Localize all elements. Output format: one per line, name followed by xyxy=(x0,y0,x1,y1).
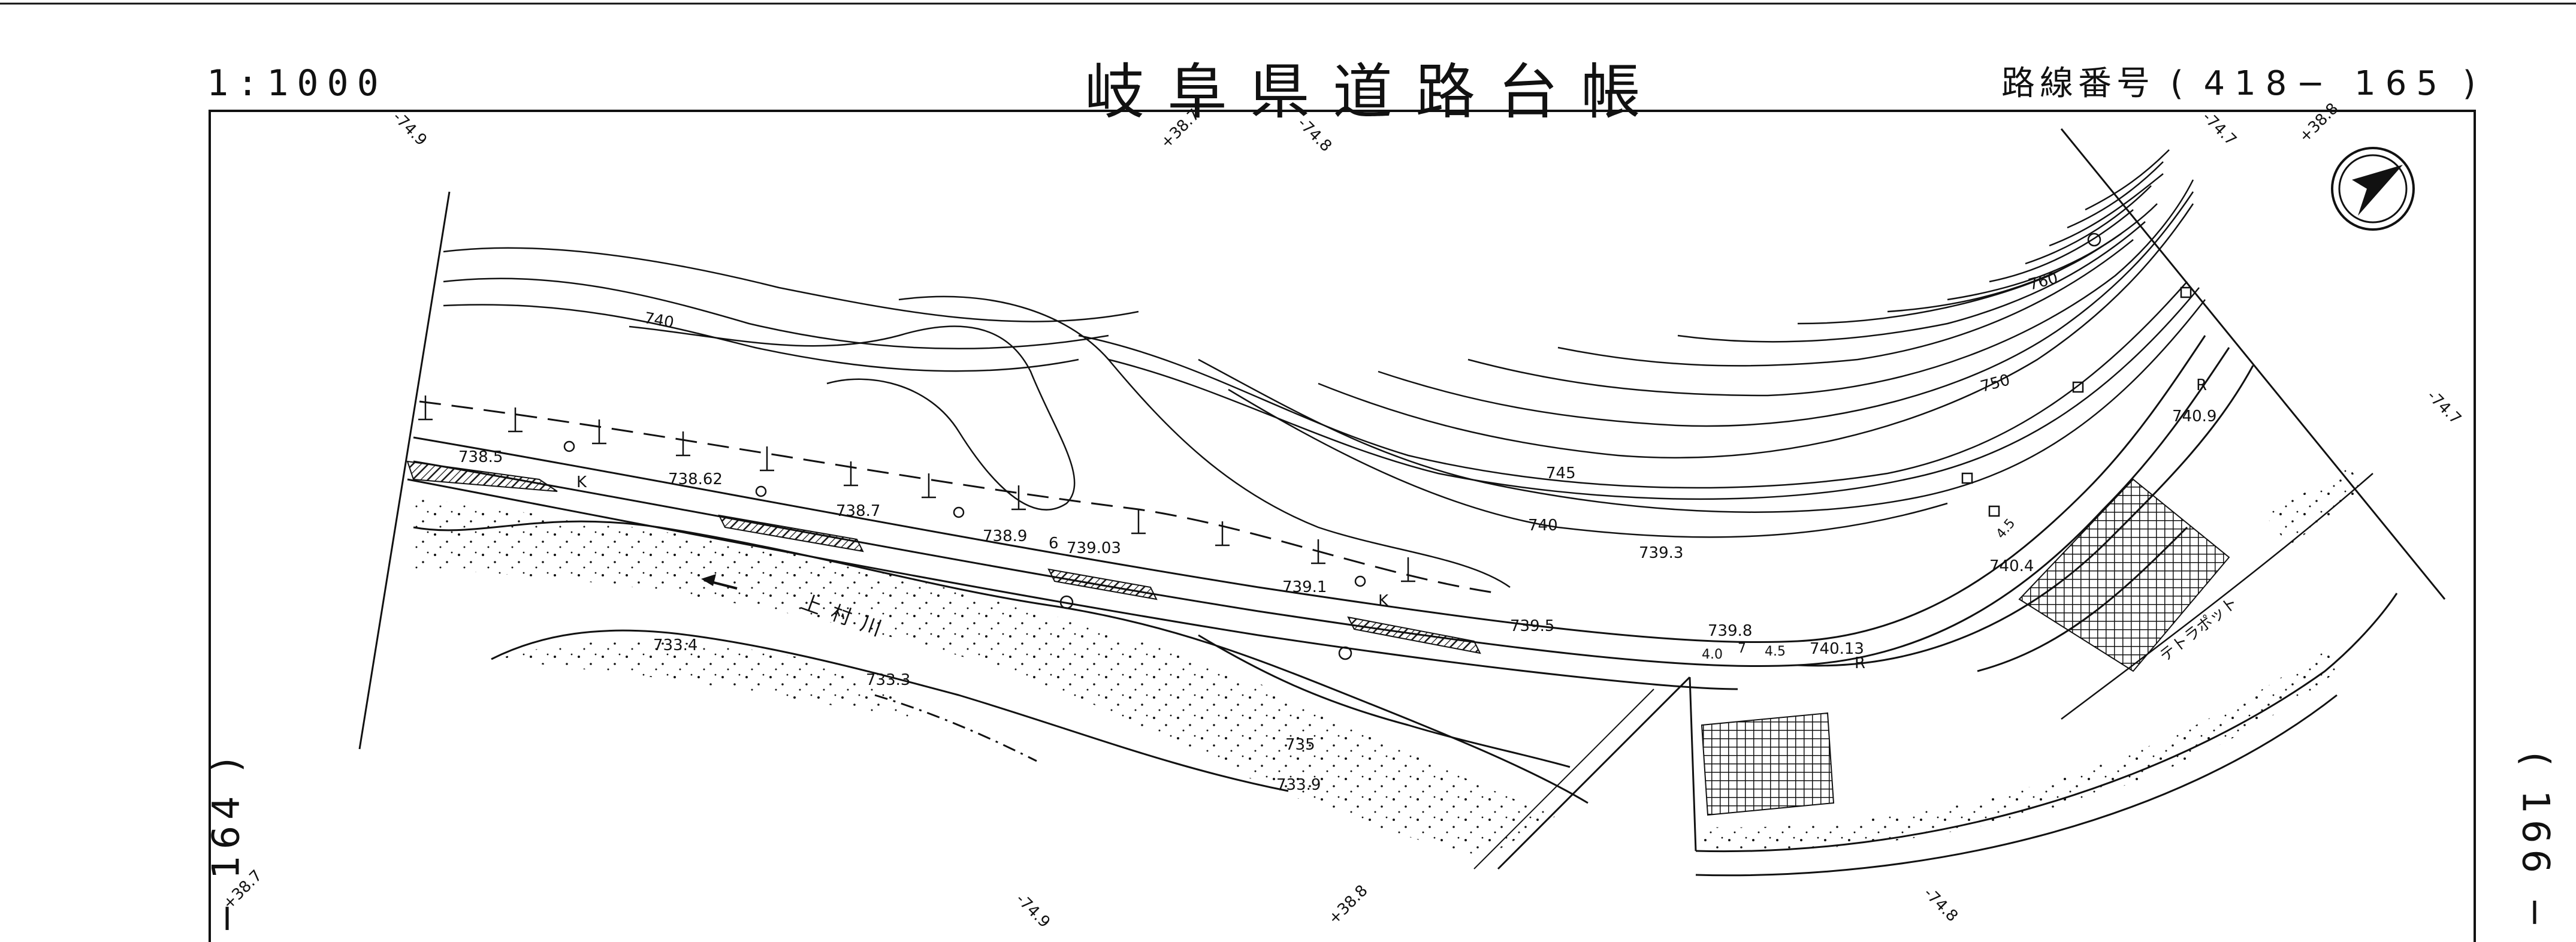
route-number-value: 418− 165 xyxy=(2203,64,2447,103)
elevation-738-9: 738.9 xyxy=(983,527,1028,545)
route-open-paren: ( xyxy=(2170,64,2188,103)
retaining-wall-1 xyxy=(406,460,558,492)
contours-left-hill xyxy=(443,247,1511,588)
elevation-738-5: 738.5 xyxy=(458,448,503,466)
slope-hachures xyxy=(418,395,1415,582)
contour-label-740-mid: 740 xyxy=(1528,517,1558,535)
elevation-739-8: 739.8 xyxy=(1708,622,1753,640)
retaining-wall-2 xyxy=(718,514,864,552)
elevation-739-5: 739.5 xyxy=(1510,617,1555,635)
elevation-739-03: 739.03 xyxy=(1067,539,1121,557)
route-label: 路線番号 xyxy=(2001,64,2155,103)
dashed-road-edge xyxy=(419,400,1499,594)
crosshatch-block-upper xyxy=(2018,478,2230,672)
crosshatch-block-lower xyxy=(1701,712,1835,816)
width-marker-1: 4.0 xyxy=(1702,647,1723,662)
elevation-738-62: 738.62 xyxy=(668,470,723,488)
elevation-733-3: 733.3 xyxy=(866,671,911,689)
route-close-paren: ) xyxy=(2462,64,2481,103)
sand-area-riverbed xyxy=(413,497,1558,857)
contour-label-735: 735 xyxy=(1285,736,1315,754)
elevation-740-4: 740.4 xyxy=(1989,557,2034,575)
elevation-733-4: 733.4 xyxy=(653,636,698,654)
sand-area-island xyxy=(497,641,911,719)
contour-label-745: 745 xyxy=(1546,464,1576,482)
map-symbols xyxy=(563,233,2192,660)
width-marker-2: 7 xyxy=(1738,641,1746,656)
flow-arrow xyxy=(701,574,738,590)
sand-area-tetrapod xyxy=(2265,467,2367,545)
sand-area-embankment xyxy=(1702,647,2337,852)
retaining-wall-4 xyxy=(1347,616,1481,654)
k-marker-2: K xyxy=(1378,592,1389,610)
elevation-740-9: 740.9 xyxy=(2172,407,2217,425)
river-centerline xyxy=(874,694,1037,762)
route-number: 路線番号 ( 418− 165 ) xyxy=(2001,56,2481,105)
contours-right-mountain xyxy=(1078,149,2206,538)
elevation-733-9: 733.9 xyxy=(1276,776,1321,794)
k-marker-1: K xyxy=(576,473,587,491)
r-marker-2: R xyxy=(1855,654,1866,672)
elevation-739-1: 739.1 xyxy=(1282,578,1327,596)
elevation-740-13: 740.13 xyxy=(1810,640,1864,658)
six-marker: 6 xyxy=(1049,535,1059,552)
width-marker-3: 4.5 xyxy=(1765,644,1786,659)
map-frame xyxy=(209,110,2476,942)
r-marker-1: R xyxy=(2196,376,2207,394)
elevation-738-7: 738.7 xyxy=(836,502,881,520)
elevation-739-3: 739.3 xyxy=(1639,544,1684,562)
north-arrow-compass xyxy=(2331,147,2415,231)
boundary-line-left xyxy=(358,191,451,750)
map-scale: 1:1000 xyxy=(207,62,387,104)
slope-line xyxy=(1497,676,1691,870)
map-title: 岐阜県道路台帳 xyxy=(1085,57,1663,127)
tetrapod-zone-line xyxy=(2061,473,2373,720)
boundary-line-right xyxy=(2060,128,2446,600)
retaining-wall-3 xyxy=(1047,568,1158,600)
